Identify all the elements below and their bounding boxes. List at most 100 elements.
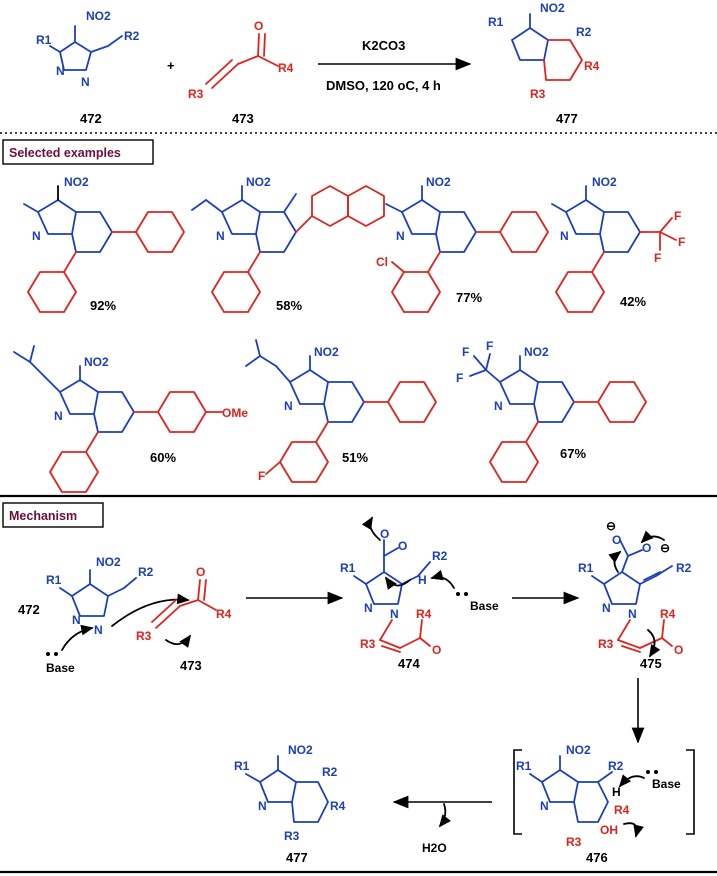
base-label: Base <box>46 661 75 675</box>
lone-pair-dot <box>54 652 58 656</box>
mech-473-structure: O R3 R4 <box>136 565 232 643</box>
example-3-structure: Cl NO2 N <box>376 175 549 313</box>
example-4-structure: F F F NO2 N <box>551 175 685 313</box>
base-label: Base <box>652 777 681 791</box>
r2-label: R2 <box>432 549 448 563</box>
mech-476-label: 476 <box>586 850 608 865</box>
r3-label: R3 <box>360 637 376 651</box>
base-label: Base <box>470 599 499 613</box>
n-label: N <box>364 601 373 615</box>
minus-charge: ⊖ <box>660 541 670 555</box>
fluoro-label: F <box>674 209 681 223</box>
n-label: N <box>494 399 503 413</box>
example-1-structure: NO2 N <box>23 175 185 313</box>
curved-arrow <box>623 822 644 838</box>
r1-label: R1 <box>340 561 356 575</box>
mech-475-structure: ⊖ O O ⊖ R1 R2 N N R3 R4 O <box>578 519 692 657</box>
r4-label: R4 <box>278 61 294 75</box>
hydrogen-label: H <box>418 573 427 587</box>
fluoro-label: F <box>486 339 493 353</box>
r1-label: R1 <box>234 759 250 773</box>
example-2-structure: NO2 N <box>191 175 385 313</box>
n-label: N <box>602 601 611 615</box>
nitro-label: NO2 <box>540 1 565 15</box>
n-label: N <box>540 799 549 813</box>
nitro-label: NO2 <box>84 355 109 369</box>
r2-label: R2 <box>576 25 592 39</box>
example-5-yield: 60% <box>150 450 176 465</box>
r2-label: R2 <box>608 759 624 773</box>
oxygen-label: O <box>398 539 407 553</box>
n-label: N <box>258 799 267 813</box>
r4-label: R4 <box>216 607 232 621</box>
selected-examples-box <box>2 139 154 165</box>
oxygen-label: O <box>642 541 651 555</box>
r1-label: R1 <box>488 15 504 29</box>
nitro-label: NO2 <box>314 345 339 359</box>
compound-472-structure: NO2 R1 R2 N N <box>36 9 140 89</box>
chloro-label: Cl <box>376 255 388 269</box>
n-label: N <box>32 229 41 243</box>
n-label: N <box>390 607 399 621</box>
nitro-label: NO2 <box>288 743 313 757</box>
water-label: H2O <box>422 841 447 855</box>
r3-label: R3 <box>530 87 546 101</box>
compound-477-label: 477 <box>556 111 578 126</box>
left-bracket <box>513 749 522 835</box>
lone-pair-dot <box>456 592 460 596</box>
mech-476-structure: NO2 R1 R2 H N R4 OH R3 <box>516 743 630 849</box>
n-label: N <box>396 229 405 243</box>
curved-arrow <box>640 530 665 544</box>
mech-472-structure: NO2 R1 R2 N N <box>46 555 154 637</box>
nitro-label: NO2 <box>96 555 121 569</box>
mech-477-structure: NO2 R1 R2 R4 N R3 <box>234 743 346 843</box>
example-1-yield: 92% <box>90 298 116 313</box>
r4-label: R4 <box>416 607 432 621</box>
nh-label: N <box>81 75 90 89</box>
hydroxyl-label: OH <box>600 823 618 837</box>
r1-label: R1 <box>578 561 594 575</box>
oxygen-label: O <box>380 527 389 541</box>
n-label: N <box>54 409 63 423</box>
r3-label: R3 <box>284 829 300 843</box>
n-label: N <box>560 229 569 243</box>
r3-label: R3 <box>136 629 152 643</box>
curved-arrow <box>438 803 451 828</box>
r4-label: R4 <box>330 799 346 813</box>
curved-arrow <box>61 624 94 651</box>
r2-label: R2 <box>322 765 338 779</box>
nh-label: N <box>94 623 103 637</box>
r4-label: R4 <box>660 607 676 621</box>
fluoro-label: F <box>456 371 463 385</box>
plus-sign: + <box>167 58 175 73</box>
example-2-yield: 58% <box>276 298 302 313</box>
n-label: N <box>628 607 637 621</box>
r4-label: R4 <box>614 803 630 817</box>
oxygen-label: O <box>196 565 205 579</box>
r4-label: R4 <box>584 59 600 73</box>
fluoro-label: F <box>258 469 265 483</box>
minus-charge: ⊖ <box>606 519 616 533</box>
nitro-label: NO2 <box>566 743 591 757</box>
nitro-label: NO2 <box>426 175 451 189</box>
nitro-label: NO2 <box>592 175 617 189</box>
mech-473-label: 473 <box>180 658 202 673</box>
compound-477-structure: NO2 R1 R2 R4 R3 <box>488 1 600 101</box>
example-7-yield: 67% <box>560 446 586 461</box>
example-7-structure: F F F NO2 N <box>456 339 647 483</box>
r1-label: R1 <box>36 33 52 47</box>
mechanism-box <box>2 502 104 528</box>
compound-473-label: 473 <box>232 111 254 126</box>
methoxy-label: OMe <box>222 406 248 420</box>
fluoro-label: F <box>462 345 469 359</box>
example-3-yield: 77% <box>456 290 482 305</box>
nitro-label: NO2 <box>246 175 271 189</box>
lone-pair-dot <box>464 592 468 596</box>
curved-arrow <box>618 774 645 788</box>
mechanism-title: Mechanism <box>9 509 77 523</box>
fluoro-label: F <box>678 235 685 249</box>
n-label: N <box>216 229 225 243</box>
right-bracket <box>686 749 695 835</box>
nitro-label: NO2 <box>524 345 549 359</box>
